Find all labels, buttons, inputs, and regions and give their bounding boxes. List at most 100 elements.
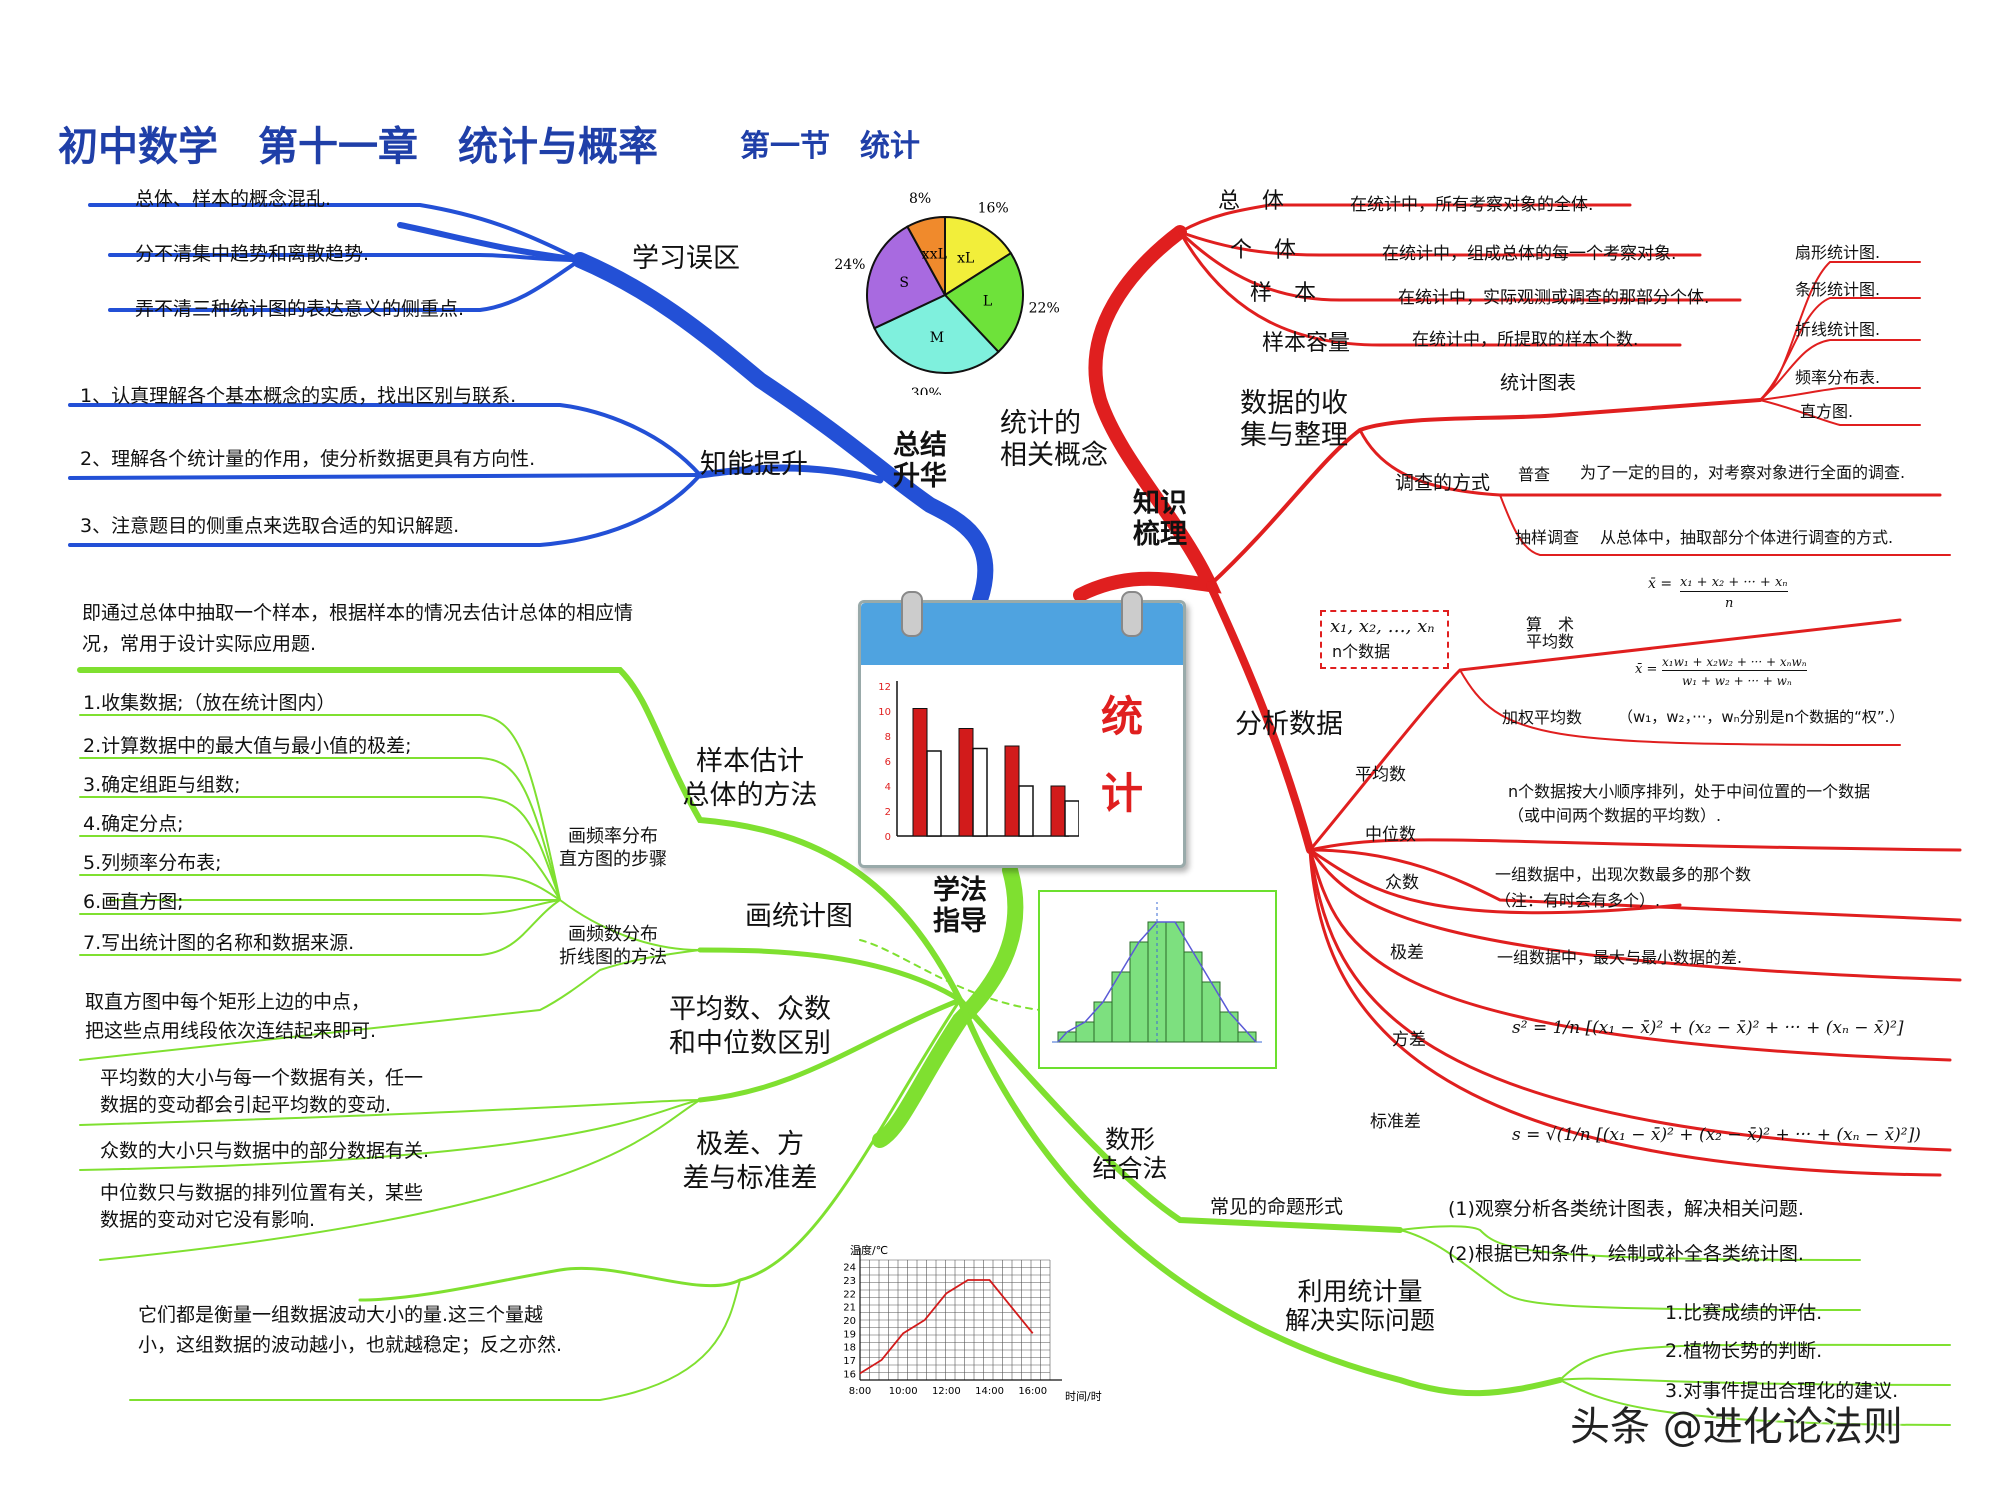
pie-label-xL: xL: [957, 250, 974, 266]
binder-ring-left: [901, 591, 923, 637]
line-x-tick: 12:00: [932, 1386, 961, 1397]
hist-step-1: 1.收集数据;（放在统计图内）: [83, 692, 336, 714]
node-histogram-steps: 画频率分布 直方图的步骤: [559, 826, 667, 871]
arith-mean-denominator: n: [1725, 596, 1734, 611]
concept-sample: 样 本: [1250, 281, 1317, 306]
sample-estimate-desc: 即通过总体中抽取一个样本，根据样本的情况去估计总体的相应情况，常用于设计实际应用…: [82, 602, 634, 656]
diff-item-median: 中位数只与数据的排列位置有关，某些 数据的变动对它没有影响.: [100, 1182, 424, 1231]
arith-mean-xbar: x̄ =: [1648, 576, 1673, 592]
bar-y-tick: 2: [885, 807, 891, 818]
use-item-3: 3.对事件提出合理化的建议.: [1665, 1380, 1899, 1402]
mistake-item-2: 分不清集中趋势和离散趋势.: [135, 243, 370, 265]
bar-series-a-0: [912, 708, 928, 837]
polygon-method-desc: 取直方图中每个矩形上边的中点， 把这些点用线段依次连结起来即可.: [85, 991, 377, 1042]
node-use-statistics: 利用统计量 解决实际问题: [1284, 1277, 1435, 1335]
node-skill-improve: 知能提升: [700, 449, 808, 480]
node-related-concepts: 统计的 相关概念: [1000, 408, 1108, 472]
range-variance-desc: 它们都是衡量一组数据波动大小的量.这三个量越 小，这组数据的波动越小，也就越稳定…: [138, 1304, 563, 1357]
use-item-2: 2.植物长势的判断.: [1665, 1340, 1823, 1362]
line-y-tick: 18: [843, 1343, 856, 1354]
node-polygon-method: 画频数分布 折线图的方法: [559, 924, 667, 969]
hist-bar-6: [1165, 921, 1185, 1043]
survey-census-desc: 为了一定的目的，对考察对象进行全面的调查.: [1580, 463, 1906, 482]
chart-type-freq-table: 频率分布表.: [1795, 368, 1881, 387]
pie-label-L: L: [983, 293, 992, 309]
std-dev-formula: s = √(1/n [(x₁ − x̄)² + (x₂ − x̄)² + ···…: [1512, 1125, 1921, 1145]
arith-mean-numerator: x₁ + x₂ + ··· + xₙ: [1680, 575, 1788, 593]
blue-branches: [68, 203, 994, 608]
pie-label-S: S: [899, 275, 909, 291]
mistake-item-3: 弄不清三种统计图的表达意义的侧重点.: [135, 298, 465, 320]
weighted-mean-denominator: w₁ + w₂ + ··· + wₙ: [1682, 674, 1792, 688]
chart-type-histogram: 直方图.: [1800, 402, 1854, 421]
node-chart-types: 统计图表: [1500, 372, 1577, 394]
range-desc: 一组数据中，最大与最小数据的差.: [1497, 948, 1743, 967]
survey-sampling: 抽样调查: [1515, 528, 1580, 547]
hist-step-4: 4.确定分点;: [83, 813, 184, 835]
chart-type-pie: 扇形统计图.: [1795, 243, 1881, 262]
node-mode: 众数: [1385, 873, 1419, 893]
weighted-mean-note: （w₁，w₂，···，wₙ分别是n个数据的“权”.）: [1618, 708, 1905, 726]
pie-slice-L: [943, 251, 1024, 354]
green-branches: [77, 667, 1951, 1426]
hist-step-2: 2.计算数据中的最大值与最小值的极差;: [83, 735, 412, 757]
data-set-symbols: x₁, x₂, …, xₙ: [1330, 616, 1435, 637]
line-y-tick: 16: [843, 1369, 856, 1380]
bar-y-tick: 10: [878, 707, 891, 718]
binder-ring-right: [1121, 591, 1143, 637]
bar-y-tick: 12: [878, 682, 891, 693]
use-item-1: 1.比赛成绩的评估.: [1665, 1302, 1823, 1324]
node-variance: 方差: [1392, 1030, 1426, 1050]
concept-population: 总 体: [1218, 189, 1285, 214]
node-learning-mistakes: 学习误区: [632, 243, 740, 274]
diff-item-mean: 平均数的大小与每一个数据有关，任一 数据的变动都会引起平均数的变动.: [100, 1067, 424, 1116]
pie-slice-xL: [944, 215, 1013, 297]
hist-bar-10: [1237, 1031, 1257, 1043]
node-mean: 平均数: [1355, 765, 1406, 785]
data-set-box: x₁, x₂, …, xₙ n个数据: [1320, 610, 1449, 669]
chart-type-line: 折线统计图.: [1795, 320, 1881, 339]
center-label-2: 计: [1101, 769, 1144, 818]
weighted-mean-xbar: x̄ =: [1635, 662, 1658, 677]
variance-formula: s² = 1/n [(x₁ − x̄)² + (x₂ − x̄)² + ··· …: [1512, 1018, 1904, 1038]
diff-item-mode: 众数的大小只与数据中的部分数据有关.: [100, 1140, 430, 1162]
page-title: 初中数学 第十一章 统计与概率: [58, 124, 658, 170]
line-y-tick: 19: [843, 1329, 856, 1340]
improve-item-2: 2、理解各个统计量的作用，使分析数据更具有方向性.: [80, 448, 536, 470]
section-title: 第一节 统计: [740, 129, 920, 164]
node-survey-methods: 调查的方式: [1395, 472, 1491, 494]
center-label-1: 统: [1101, 692, 1144, 741]
bar-series-b-1: [972, 747, 988, 837]
bar-series-b-0: [926, 750, 942, 837]
hist-bar-8: [1201, 981, 1221, 1043]
node-range-variance-std: 极差、方 差与标准差: [682, 1129, 818, 1194]
chart-type-bar: 条形统计图.: [1795, 280, 1881, 299]
bar-y-tick: 6: [885, 757, 891, 768]
hist-step-6: 6.画直方图;: [83, 891, 184, 913]
line-y-tick: 23: [843, 1276, 856, 1287]
line-y-tick: 20: [843, 1316, 856, 1327]
line-x-tick: 16:00: [1018, 1386, 1047, 1397]
concept-sample-size-desc: 在统计中，所提取的样本个数.: [1412, 330, 1639, 350]
survey-census: 普查: [1518, 465, 1551, 484]
mistake-item-1: 总体、样本的概念混乱.: [135, 188, 332, 210]
median-desc: n个数据按大小顺序排列，处于中间位置的一个数据 （或中间两个数据的平均数）.: [1508, 782, 1871, 825]
hist-step-5: 5.列频率分布表;: [83, 852, 222, 874]
concept-individual: 个 体: [1230, 238, 1297, 263]
bar-y-tick: 8: [885, 732, 891, 743]
pie-slice-xxL: [906, 215, 946, 296]
form-item-2: (2)根据已知条件，绘制或补全各类统计图.: [1448, 1243, 1804, 1265]
line-series-temperature: [859, 1279, 1034, 1375]
concept-individual-desc: 在统计中，组成总体的每一个考察对象.: [1382, 244, 1677, 264]
node-draw-chart: 画统计图: [745, 901, 853, 932]
node-sample-estimate: 样本估计 总体的方法: [682, 746, 818, 811]
line-x-tick: 8:00: [849, 1386, 871, 1397]
mode-desc: 一组数据中，出现次数最多的那个数 （注：有时会有多个）.: [1495, 865, 1752, 910]
form-item-1: (1)观察分析各类统计图表，解决相关问题.: [1448, 1198, 1804, 1220]
green-root-label: 学法 指导: [933, 875, 987, 938]
line-x-label: 时间/时: [1065, 1390, 1102, 1403]
node-weighted-mean: 加权平均数: [1502, 708, 1583, 727]
